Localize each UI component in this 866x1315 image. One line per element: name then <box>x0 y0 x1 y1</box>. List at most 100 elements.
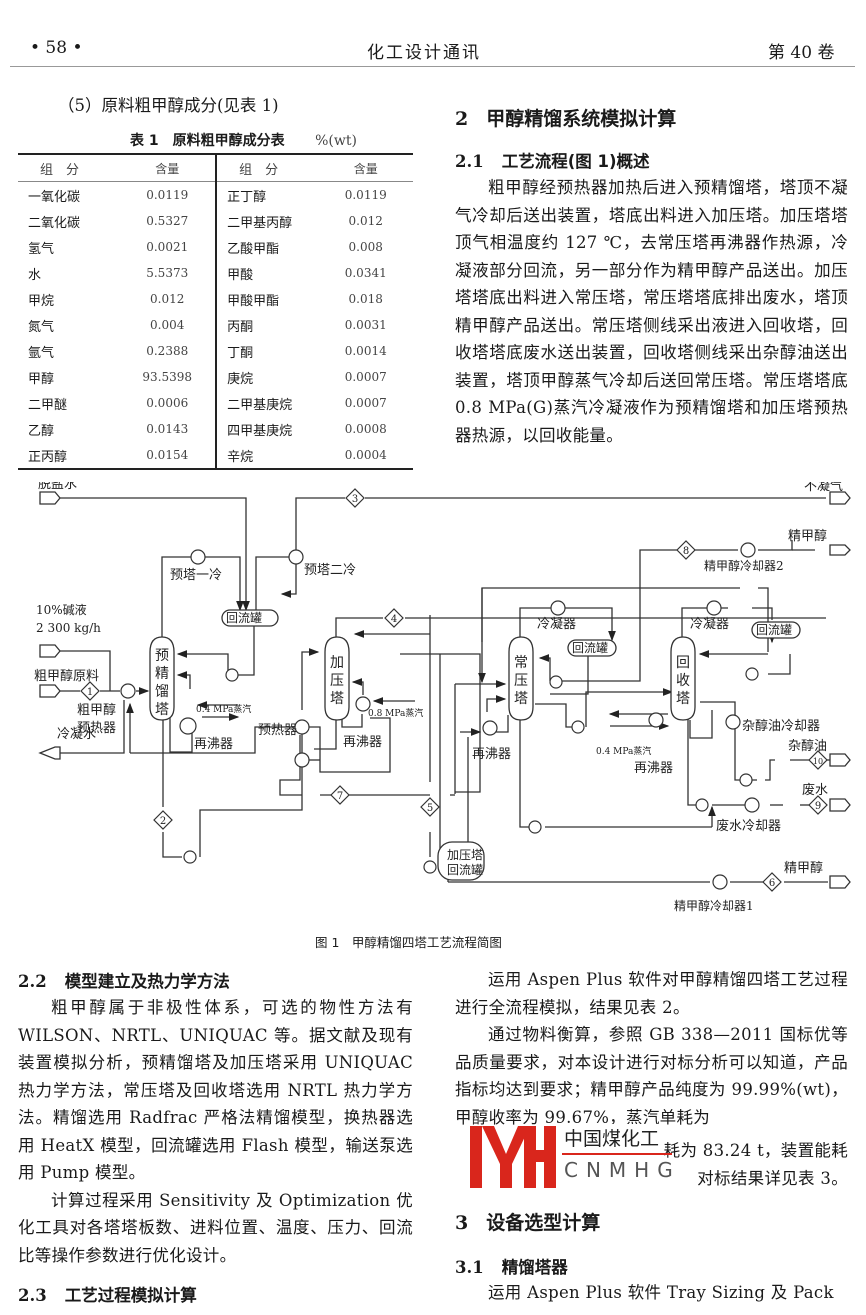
stream-number: 5 <box>427 803 433 814</box>
stream-marker <box>384 608 404 628</box>
label-waste-cooler: 废水冷却器 <box>716 818 781 834</box>
section-3-1-body: 运用 Aspen Plus 软件 Tray Sizing 及 Pack <box>455 1279 848 1307</box>
table1-caption: 表 1 原料粗甲醇成分表 %(wt) <box>130 130 357 150</box>
component-content: 0.0014 <box>344 344 387 358</box>
component-content: 0.0008 <box>344 422 387 436</box>
table1-unit: %(wt) <box>315 133 357 149</box>
component-content: 0.0007 <box>344 370 387 384</box>
stream-number: 1 <box>87 687 93 698</box>
label-pre-cooler-1: 预塔一冷 <box>170 568 222 583</box>
stream-marker <box>153 810 173 830</box>
watermark: 中国煤化工 CNMHG <box>466 1124 683 1190</box>
component-name: 氩气 <box>28 345 55 361</box>
component-name: 四甲基庚烷 <box>227 423 293 439</box>
paragraph: 粗甲醇经预热器加热后进入预精馏塔，塔顶不凝气冷却后送出装置，塔底出料进入加压塔。… <box>455 178 848 445</box>
stream-marker <box>345 488 365 508</box>
label-steam-08: 0.8 MPa蒸汽 <box>368 707 423 719</box>
reflux-drum-recovery <box>751 621 801 639</box>
component-content: 0.0031 <box>344 318 387 332</box>
pump-icon <box>739 773 753 787</box>
component-content: 0.0021 <box>119 234 218 260</box>
watermark-cn: 中国煤化工 <box>564 1128 660 1150</box>
watermark-logo-icon <box>470 1126 556 1188</box>
heat-exchanger-icon <box>725 714 741 730</box>
column-label-char: 回 <box>676 655 690 671</box>
page-number: • 58 • <box>30 38 83 58</box>
pump-icon <box>528 820 542 834</box>
component-content: 0.0341 <box>344 266 387 280</box>
component-name: 甲酸甲酯 <box>227 293 280 309</box>
label-reflux-drum-recovery: 回流罐 <box>756 623 792 637</box>
pump-icon <box>225 668 239 682</box>
component-content: 0.012 <box>348 214 383 228</box>
pump-icon <box>695 798 709 812</box>
reboiler-icon <box>355 696 371 712</box>
component-name: 乙酸甲酯 <box>227 241 280 257</box>
stream-number: 8 <box>683 546 689 557</box>
section-2-1-title: 工艺流程(图 1)概述 <box>501 152 650 171</box>
section-2-3-title: 工艺过程模拟计算 <box>64 1286 197 1305</box>
component-name: 二甲基庚烷 <box>227 397 293 413</box>
component-name: 正丙醇 <box>28 449 68 465</box>
heat-exchanger-icon <box>294 719 310 735</box>
paragraph: 运用 Aspen Plus 软件 Tray Sizing 及 Pack <box>488 1283 834 1302</box>
stream-number: 4 <box>391 614 397 625</box>
stream-marker <box>420 797 440 817</box>
component-content: 0.008 <box>348 240 383 254</box>
column-label-char: 加 <box>330 655 344 671</box>
reflux-drum-pre <box>221 609 279 627</box>
label-methanol-cooler-1: 精甲醇冷却器1 <box>674 898 754 913</box>
pump-icon <box>423 860 437 874</box>
component-name: 二氧化碳 <box>28 215 81 231</box>
label-fusel-cooler: 杂醇油冷却器 <box>742 718 820 734</box>
column-header: 含量 <box>119 155 218 182</box>
component-content: 0.0143 <box>119 416 218 442</box>
component-name: 水 <box>28 267 42 283</box>
component-name: 氮气 <box>28 319 55 335</box>
label-condenser-recovery: 冷凝器 <box>690 616 729 632</box>
component-name: 丙酮 <box>227 319 254 335</box>
column-header: 含量 <box>318 155 413 182</box>
reboiler-icon <box>179 717 197 735</box>
component-name: 辛烷 <box>227 449 254 465</box>
label-condensate: 冷凝水 <box>57 726 96 742</box>
column-label-char: 塔 <box>514 691 528 707</box>
reboiler-icon <box>648 712 664 728</box>
column-label-char: 精 <box>155 666 169 682</box>
component-content: 5.5373 <box>119 260 218 286</box>
heat-exchanger-icon <box>712 874 728 890</box>
stream-number: 10 <box>813 757 823 766</box>
label-reboiler-atm: 再沸器 <box>472 747 511 762</box>
section-2-2-body: 粗甲醇属于非极性体系，可选的物性方法有 WILSON、NRTL、UNIQUAC … <box>18 994 413 1269</box>
component-name: 正丁醇 <box>227 189 267 205</box>
label-pc-reflux-2: 回流罐 <box>447 863 483 877</box>
section-3-title: 设备选型计算 <box>486 1212 601 1234</box>
column-header: 组 分 <box>216 155 319 182</box>
watermark-underline <box>562 1153 672 1155</box>
heat-exchanger-icon <box>120 683 136 699</box>
label-alkali-flow: 2 300 kg/h <box>36 621 101 635</box>
table-header-row: 组 分 含量 组 分 含量 <box>18 155 413 182</box>
table1-title: 表 1 原料粗甲醇成分表 <box>130 133 285 149</box>
stream-number: 9 <box>815 801 821 812</box>
stream-marker <box>80 681 100 701</box>
column-label-char: 塔 <box>155 702 169 718</box>
label-crude-preheater-1: 粗甲醇 <box>77 702 116 718</box>
table-intro: （5）原料粗甲醇成分(见表 1) <box>58 96 279 115</box>
component-content: 0.0119 <box>344 188 387 202</box>
label-fusel-oil: 杂醇油 <box>788 738 827 754</box>
stream-marker <box>762 872 782 892</box>
section-3-1-title: 精馏塔器 <box>501 1258 568 1277</box>
component-name: 甲酸 <box>227 267 254 283</box>
component-content: 0.0154 <box>119 442 218 468</box>
label-reflux-drum-atm: 回流罐 <box>572 641 608 655</box>
label-pre-cooler-2: 预塔二冷 <box>304 563 356 578</box>
